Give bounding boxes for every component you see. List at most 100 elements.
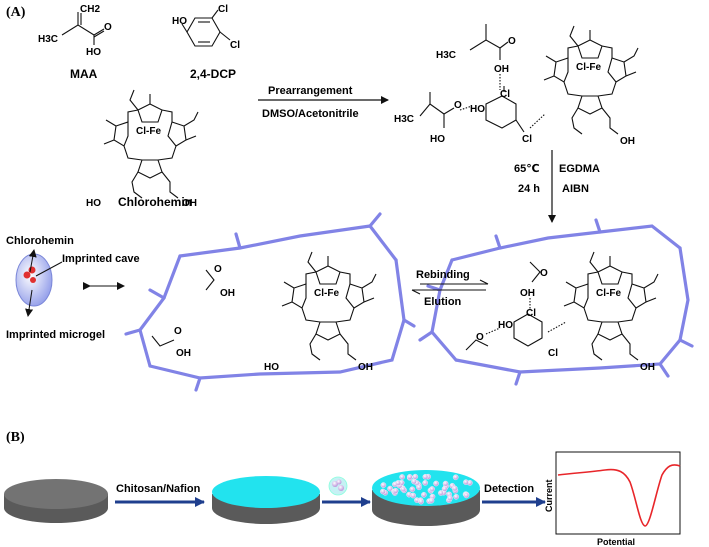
microgel-bead [411, 478, 417, 485]
dcp-cl2-label: Cl [230, 40, 240, 51]
microgel-bead [441, 485, 448, 492]
microgel-bead [429, 486, 435, 492]
chlorohemin-fe-label: Cl-Fe [136, 126, 161, 137]
bound-cl-bottom: Cl [548, 348, 558, 359]
cavity-oh-label: OH [358, 362, 373, 373]
complex-ho-mid: HO [470, 104, 485, 115]
maa-h3c-label: H3C [38, 34, 58, 45]
microgel-bead [418, 498, 424, 505]
maa-ho-label: HO [86, 47, 101, 58]
microgel-bead [428, 497, 435, 504]
bare-electrode [4, 479, 108, 523]
microgel-bead [438, 490, 444, 496]
modifier-label: Chitosan/Nafion [116, 483, 201, 495]
maa-ch2-label: CH2 [80, 4, 100, 15]
complex-h3c-top: H3C [436, 50, 456, 61]
microgel-cave-label: Imprinted cave [62, 253, 140, 265]
bound-oh-top: OH [520, 288, 535, 299]
microgel-bead [451, 485, 458, 492]
chlorohemin-label: Chlorohemin [118, 195, 192, 209]
maa-label: MAA [70, 67, 98, 81]
microgel-bead [380, 482, 387, 488]
complex-oh-label: OH [620, 136, 635, 147]
bound-oh-label: OH [640, 362, 655, 373]
complex-o-top: O [508, 36, 516, 47]
imprinted-polymer-with-template: Cl-Fe OH O OH Cl HO Cl O [418, 218, 694, 386]
complex-h3c-low: H3C [394, 114, 414, 125]
complex-fe-label: Cl-Fe [576, 62, 601, 73]
dcp-cl1-label: Cl [218, 4, 228, 15]
template-red-dot [30, 277, 36, 283]
panel-a-label: (A) [6, 5, 26, 20]
cavity-o-low: O [174, 326, 182, 337]
microgel-bead [387, 485, 393, 492]
complex-o-low: O [454, 100, 462, 111]
rebinding-label: Rebinding [416, 269, 470, 281]
microgel-bead [399, 474, 405, 480]
temperature-label: 65℃ [514, 163, 540, 175]
microgel-bead [406, 474, 413, 480]
microgel-electrode [372, 470, 480, 526]
prearranged-complex: Cl-Fe OH H3C O OH Cl HO Cl H3C O HO [394, 24, 639, 147]
voltammogram-plot: Current Potential [544, 451, 681, 547]
template-red-dot [23, 271, 31, 279]
cavity-ho-label: HO [264, 362, 279, 373]
bound-o-top: O [540, 268, 548, 279]
microgel-bead [421, 491, 427, 498]
microgel-bead [422, 480, 429, 486]
detection-label: Detection [484, 483, 534, 495]
maa-o-label: O [104, 22, 112, 33]
microgel-bead [452, 474, 459, 481]
cavity-oh-top: OH [220, 288, 235, 299]
dcp-structure: HO Cl Cl [172, 4, 240, 51]
complex-ho-low: HO [430, 134, 445, 145]
microgel-bead [410, 492, 417, 499]
microgel-bead [463, 492, 470, 499]
microgel-bead [416, 484, 422, 491]
microgel-bead [409, 486, 416, 493]
complex-cl-bottom: Cl [522, 134, 532, 145]
cavity-oh-low: OH [176, 348, 191, 359]
complex-cl-top: Cl [500, 89, 510, 100]
modified-electrode [212, 476, 320, 524]
elution-arrowhead [411, 289, 421, 295]
microgel-label: Imprinted microgel [6, 329, 105, 341]
rebinding-arrowhead [479, 279, 489, 285]
current-curve [557, 464, 681, 527]
bound-cl-top: Cl [526, 308, 536, 319]
chlorohemin-oh-label: OH [182, 198, 197, 209]
microgel-beads-icon [328, 476, 348, 496]
microgel-bead [380, 488, 386, 495]
cavity-o-top: O [214, 264, 222, 275]
dcp-ho-label: HO [172, 16, 187, 27]
microgel-bead [453, 493, 460, 500]
bound-fe-label: Cl-Fe [596, 288, 621, 299]
plot-frame [555, 451, 681, 535]
template-red-dot [28, 266, 36, 274]
chlorohemin-ho-label: HO [86, 198, 101, 209]
crosslinker-label: EGDMA [559, 163, 600, 175]
prearrangement-label: Prearrangement [268, 85, 353, 97]
maa-structure: CH2 H3C O HO [38, 4, 112, 58]
cavity-fe-label: Cl-Fe [314, 288, 339, 299]
chlorohemin-structure: Cl-Fe HO OH [86, 89, 199, 209]
bound-o-low: O [476, 332, 484, 343]
solvent-label: DMSO/Acetonitrile [262, 108, 359, 120]
microgel-bead [392, 487, 399, 494]
panel-b-label: (B) [6, 430, 25, 445]
microgel-illustration [15, 249, 63, 317]
imprinted-cavity-network: Cl-Fe HO OH O OH O OH [124, 212, 416, 392]
dcp-label: 2,4-DCP [190, 67, 236, 81]
time-label: 24 h [518, 183, 540, 195]
microgel-chlorohemin-label: Chlorohemin [6, 235, 74, 247]
microgel-bead [433, 480, 439, 487]
y-axis-label: Current [544, 479, 554, 512]
x-axis-label: Potential [597, 537, 635, 547]
microgel-bead [463, 479, 469, 486]
microgel-bead [395, 480, 401, 486]
microgel-bead [447, 495, 453, 501]
complex-oh-top: OH [494, 64, 509, 75]
microgel-bead [422, 473, 429, 480]
microgel-bead [412, 473, 419, 480]
initiator-label: AIBN [562, 183, 589, 195]
